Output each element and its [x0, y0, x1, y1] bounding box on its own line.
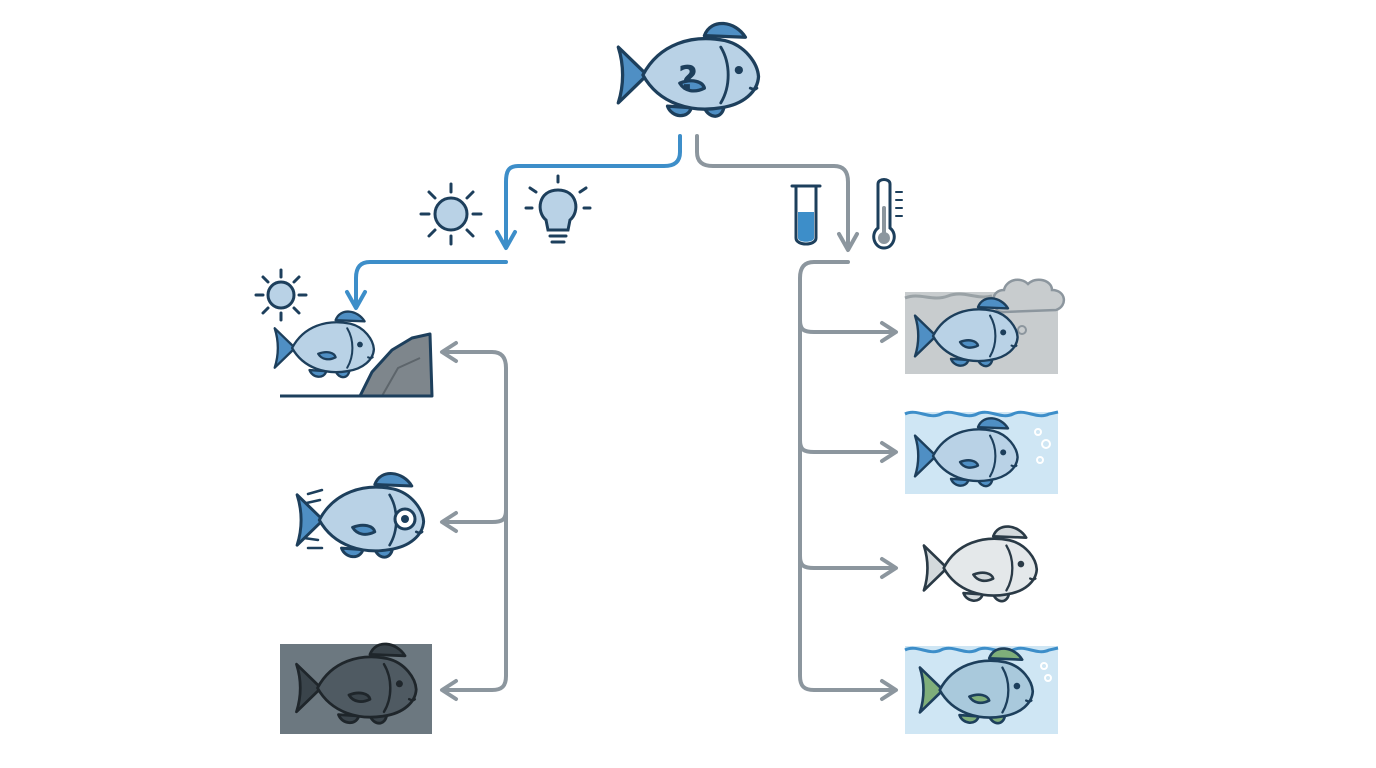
dark-fish-icon [295, 642, 418, 725]
outcome-fish-clear-water [904, 410, 1059, 494]
left-gray-bracket [440, 341, 508, 701]
gray-arrow-head-top [837, 232, 859, 252]
outcome-pale-fish [922, 525, 1039, 603]
bubbles-icon [1034, 428, 1051, 464]
gray-arrow-head-right-3 [880, 557, 898, 579]
blue-connector-second [354, 260, 508, 304]
root-question-mark: ? [678, 59, 698, 99]
gray-arrow-head-right-1 [880, 321, 898, 343]
pale-fish-icon [922, 525, 1039, 603]
outcome-dark-fish [280, 642, 432, 734]
gray-arrow-head-right-4 [880, 679, 898, 701]
water-surface [904, 410, 1059, 418]
thermometer-icon [872, 178, 903, 250]
blue-arrow-head-2 [345, 290, 367, 310]
gray-connector-lines [695, 134, 898, 701]
outcome-fish-murky-water [904, 278, 1065, 374]
gray-arrow-head-left-2 [440, 511, 458, 533]
cloud-icon [992, 278, 1065, 314]
blue-connector-main [504, 134, 682, 244]
outcome-green-fish [904, 646, 1059, 734]
light-bulb-icon [524, 174, 592, 244]
test-tube-icon [790, 184, 822, 246]
gray-arrow-head-left-3 [440, 679, 458, 701]
green-fish-icon [918, 647, 1035, 725]
gray-arrow-head-left-1 [440, 341, 458, 363]
blue-connector-lines [345, 134, 682, 310]
gray-arrow-head-right-2 [880, 441, 898, 463]
small-sun-icon [254, 268, 308, 322]
outcome-fish-swimming-fast [295, 472, 426, 559]
outcome-fish-near-rock [273, 310, 434, 398]
sun-icon [419, 182, 483, 246]
fish-icon-sunlit [273, 310, 376, 379]
blue-arrow-head-1 [495, 230, 517, 250]
